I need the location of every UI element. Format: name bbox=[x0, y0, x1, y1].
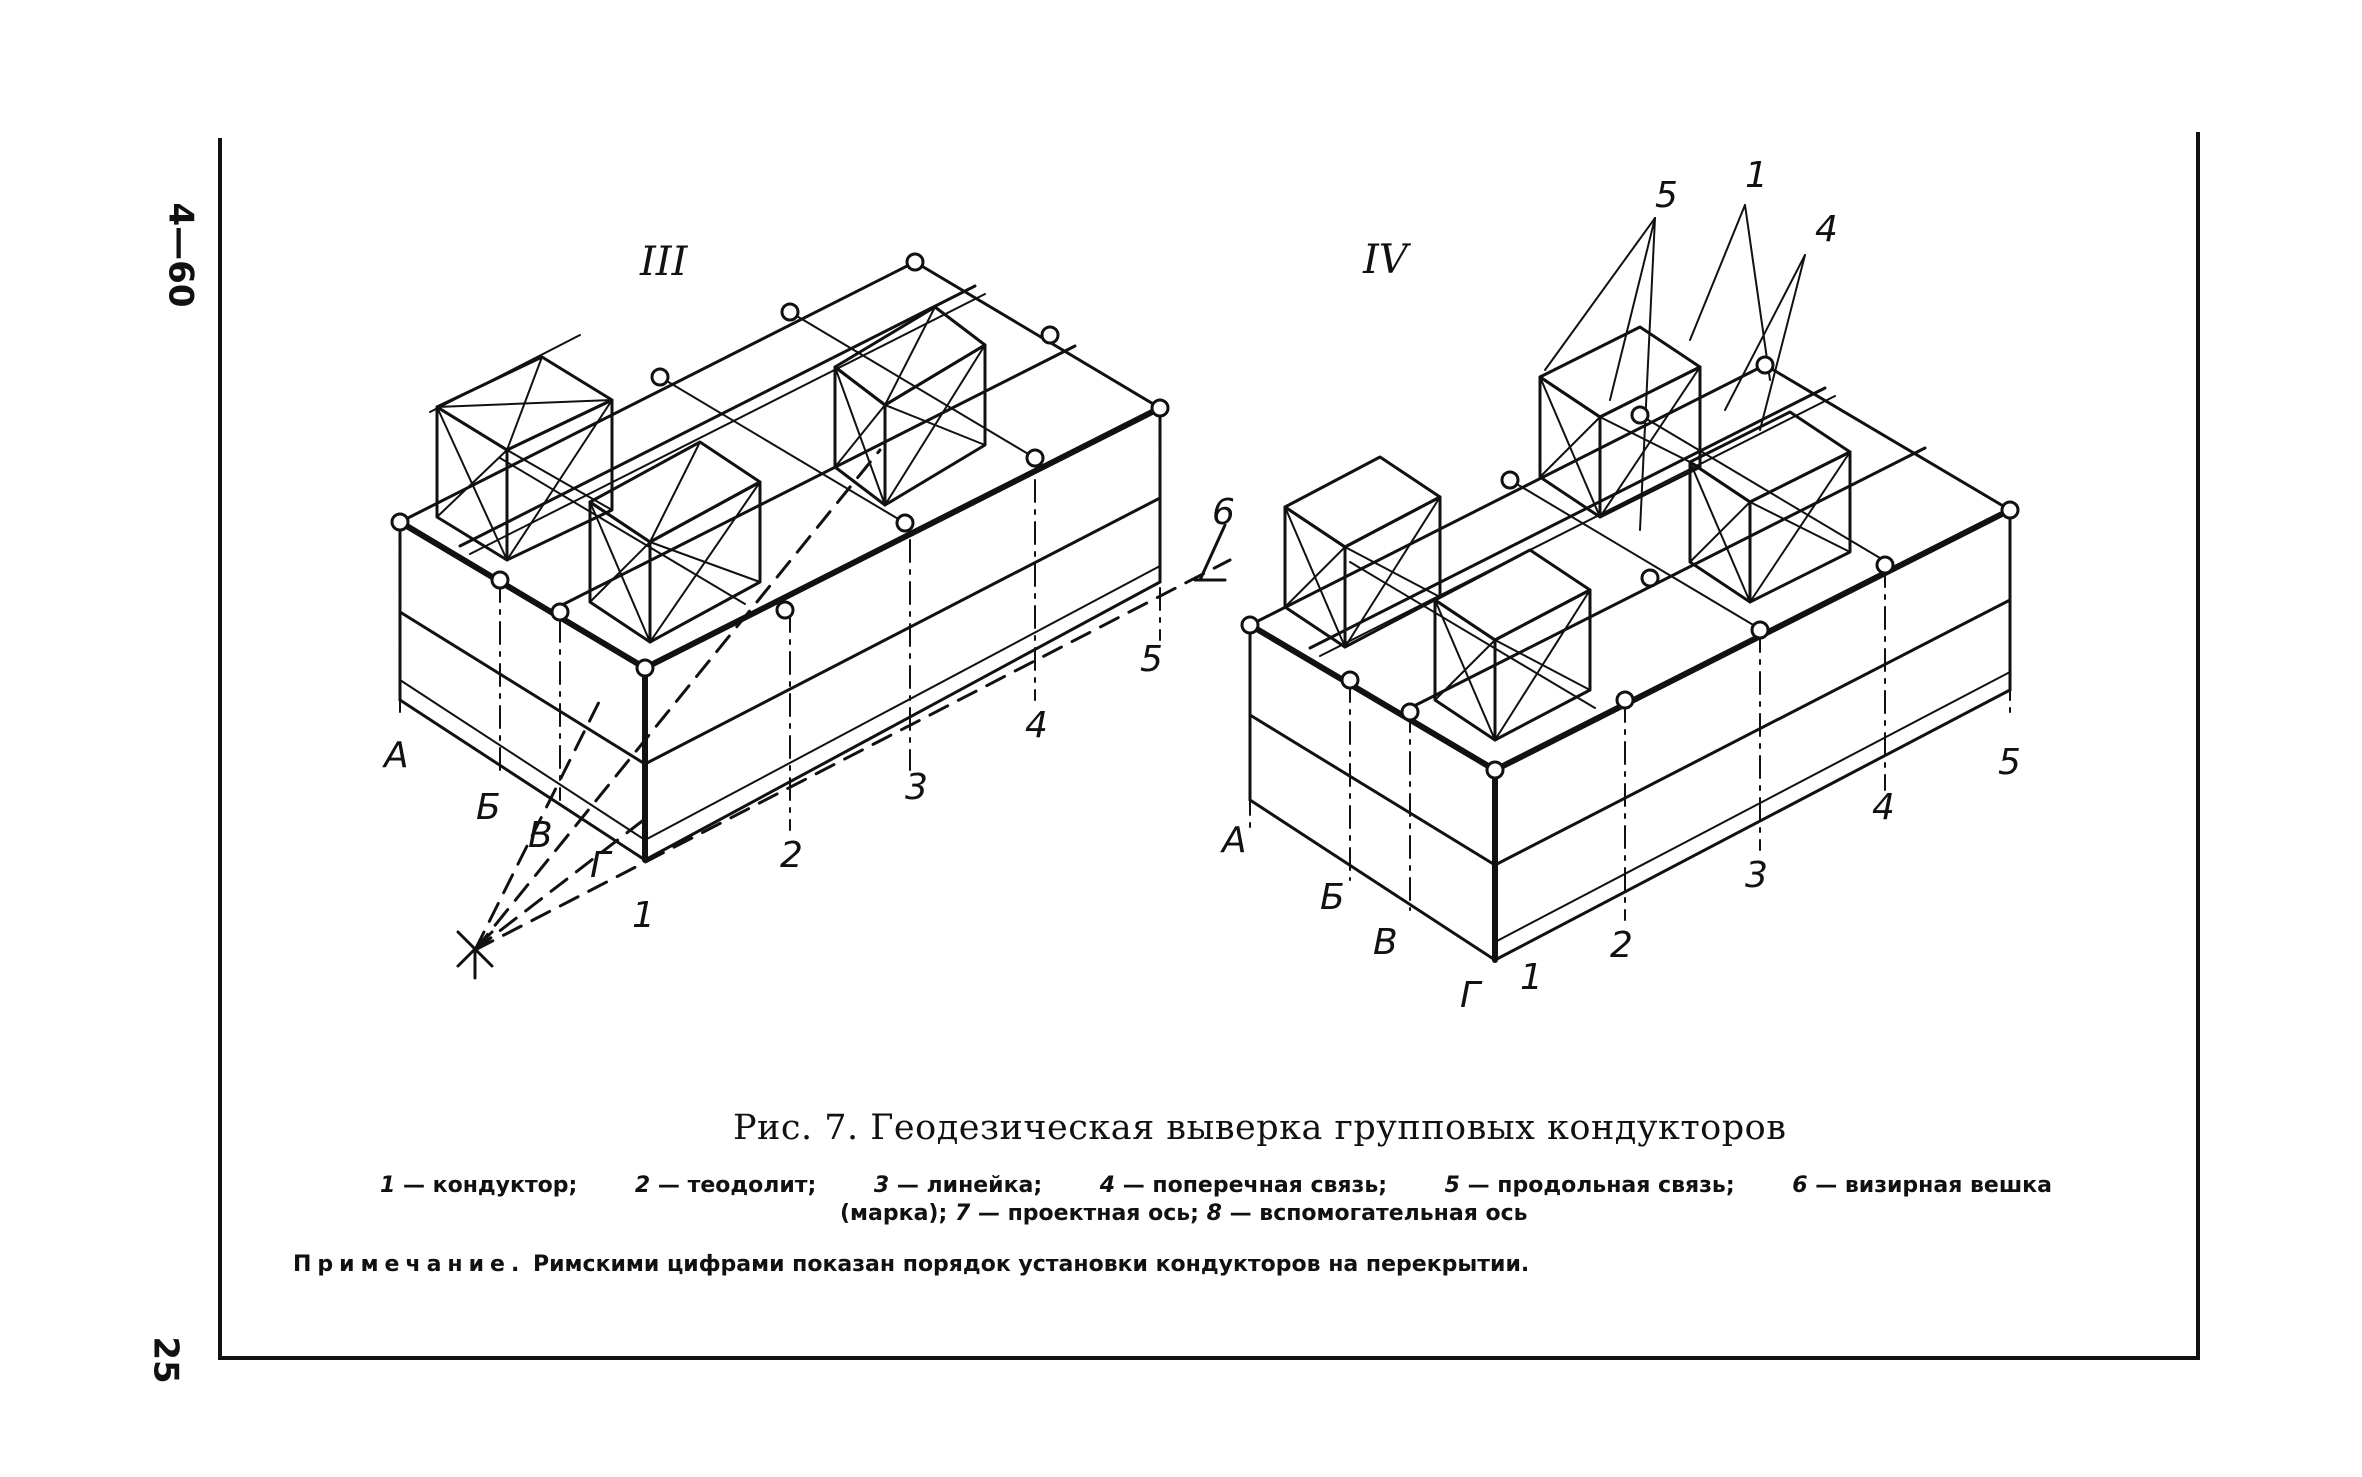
panel-iv-axis-5: 5 bbox=[1998, 742, 2021, 783]
figure-note: Примечание. Римскими цифрами показан пор… bbox=[293, 1252, 1529, 1277]
panel-iii-axis-b: Б bbox=[476, 787, 501, 828]
panel-iii-top-grid bbox=[458, 284, 1077, 608]
panel-iv-callout-1: 1 bbox=[1745, 155, 1768, 196]
panel-iii-callout-6: 6 bbox=[1212, 492, 1235, 533]
panel-iv-axis-3: 3 bbox=[1745, 855, 1768, 896]
figure-caption-title: Рис. 7. Геодезическая выверка групповых … bbox=[733, 1108, 1787, 1148]
panel-iii-nodes bbox=[390, 252, 1170, 678]
panel-iv-nodes bbox=[1240, 355, 2020, 780]
panel-iii-conductor-1 bbox=[429, 334, 614, 562]
panel-iv-drawing bbox=[1240, 204, 2020, 963]
panel-iv-slab bbox=[1247, 363, 2013, 963]
panel-iii-axis-lines bbox=[399, 419, 1161, 831]
legend-item-6: 6 — визирная вешка bbox=[1792, 1173, 2052, 1198]
panel-iv-axis-v: В bbox=[1373, 922, 1398, 963]
figure-legend: 1 — кондуктор; 2 — теодолит; 3 — линейка… bbox=[380, 1172, 2052, 1228]
panel-iv-axis-g: Г bbox=[1460, 975, 1481, 1016]
theodolite-icon bbox=[456, 930, 494, 980]
panel-iii-axis-5: 5 bbox=[1140, 639, 1163, 680]
legend-item-6-cont: (марка); bbox=[840, 1201, 948, 1226]
legend-item-2: 2 — теодолит; bbox=[634, 1173, 817, 1198]
panel-iii-slab bbox=[397, 260, 1163, 863]
legend-item-1: 1 — кондуктор; bbox=[380, 1173, 578, 1198]
panel-iv-axis-a: А bbox=[1222, 820, 1247, 861]
panel-iv-axis-2: 2 bbox=[1610, 925, 1633, 966]
frame-bottom-border bbox=[218, 1356, 2200, 1360]
legend-item-7: 7 — проектная ось; bbox=[954, 1201, 1199, 1226]
frame-right-border bbox=[2196, 132, 2200, 1358]
panel-iv-conductor-4 bbox=[1688, 410, 1852, 604]
sight-pole-icon bbox=[1193, 523, 1227, 582]
panel-iv-axis-b: Б bbox=[1320, 877, 1345, 918]
panel-iv-leader-lines bbox=[1544, 204, 1806, 531]
legend-item-4: 4 — поперечная связь; bbox=[1099, 1173, 1388, 1198]
panel-iii-axis-2: 2 bbox=[780, 835, 803, 876]
panel-iii-axis-g: Г bbox=[590, 845, 611, 886]
note-text: Римскими цифрами показан порядок установ… bbox=[533, 1252, 1530, 1277]
panel-iii-axis-a: А bbox=[384, 735, 409, 776]
note-label: Примечание. bbox=[293, 1252, 526, 1277]
legend-item-5: 5 — продольная связь; bbox=[1444, 1173, 1735, 1198]
frame-left-border bbox=[218, 138, 222, 1360]
panel-iii-axis-v: В bbox=[528, 815, 553, 856]
panel-iv-roman-label: IV bbox=[1363, 237, 1408, 283]
panel-iv-conductor-3 bbox=[1538, 325, 1702, 519]
legend-item-8: 8 — вспомогательная ось bbox=[1206, 1201, 1528, 1226]
panel-iii-sight-lines bbox=[473, 448, 1232, 952]
panel-iii-axis-3: 3 bbox=[905, 767, 928, 808]
panel-iv-callout-4: 4 bbox=[1815, 209, 1838, 250]
legend-item-3: 3 — линейка; bbox=[873, 1173, 1043, 1198]
legend-line-1: 1 — кондуктор; 2 — теодолит; 3 — линейка… bbox=[380, 1172, 2052, 1200]
panel-iii-conductor-2 bbox=[588, 440, 762, 644]
panel-iv-callout-5: 5 bbox=[1655, 175, 1678, 216]
legend-line-2: (марка); 7 — проектная ось; 8 — вспомога… bbox=[380, 1200, 2052, 1228]
panel-iv-conductor-1 bbox=[1283, 455, 1442, 649]
panel-iv-axis-lines bbox=[1249, 509, 2011, 921]
panel-iv-axis-4: 4 bbox=[1872, 787, 1895, 828]
panel-iii-conductor-3 bbox=[833, 305, 987, 507]
panel-iii-axis-1: 1 bbox=[632, 895, 655, 936]
panel-iii-roman-label: III bbox=[640, 239, 688, 285]
panel-iii-axis-4: 4 bbox=[1025, 705, 1048, 746]
panel-iv-axis-1: 1 bbox=[1520, 957, 1543, 998]
panel-iii-drawing bbox=[390, 252, 1232, 980]
panel-iv-conductor-2 bbox=[1433, 548, 1592, 742]
